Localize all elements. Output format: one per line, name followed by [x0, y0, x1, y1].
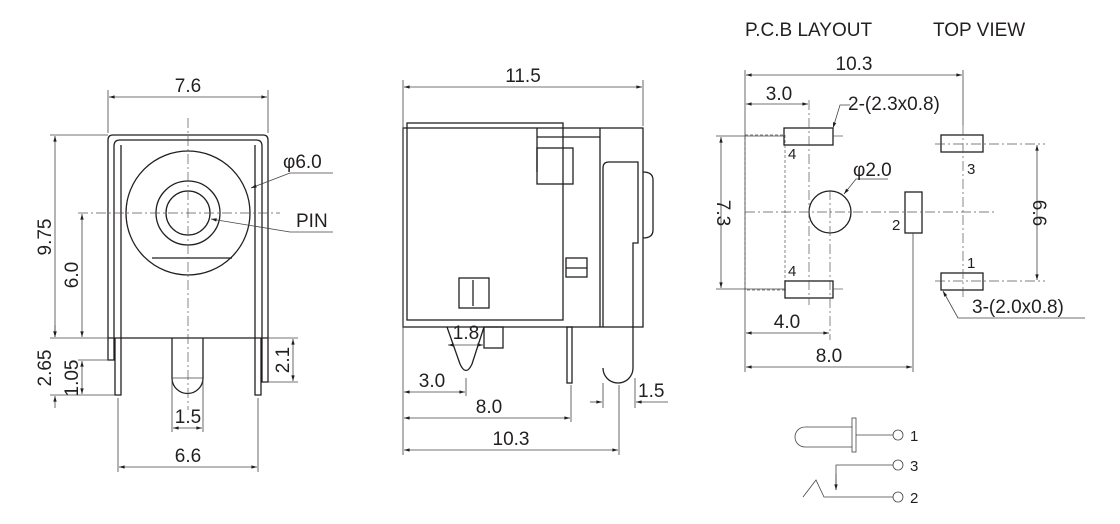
pads-a-label: 2-(2.3x0.8) — [848, 94, 940, 115]
pin-label-4-bottom: 4 — [788, 263, 796, 280]
dim-tip-width: 1.8 — [453, 323, 479, 344]
front-view: 7.6 9.75 6.0 2.65 1.05 2.1 1.5 6.6 φ6.0 … — [35, 76, 333, 472]
dim-diameter: φ6.0 — [283, 152, 322, 173]
dim-lead-pos: 8.0 — [476, 397, 502, 418]
pcb-title: P.C.B LAYOUT — [745, 20, 872, 41]
dim-pad2-pos: 8.0 — [816, 346, 842, 367]
schematic-pin-2: 2 — [910, 490, 918, 507]
dim-height-right: 6.6 — [1028, 200, 1049, 226]
pcb-layout: P.C.B LAYOUT TOP VIEW 10.3 3.0 2-(2.3x0.… — [712, 20, 1085, 372]
schematic-pin-1: 1 — [910, 428, 918, 445]
dim-offset: 3.0 — [766, 84, 792, 105]
dim-hole-pos: 4.0 — [774, 312, 800, 333]
dim-height-total: 9.75 — [35, 219, 56, 256]
dim-pin-width: 1.5 — [175, 407, 201, 428]
pin-label-3: 3 — [967, 161, 975, 178]
pin-label-1: 1 — [967, 255, 975, 272]
dim-shell-lead: 1.05 — [62, 360, 83, 397]
dim-pcb-width: 10.3 — [836, 54, 873, 75]
pin-label: PIN — [296, 211, 328, 232]
pin-label-2: 2 — [892, 217, 900, 234]
schematic-pin-3: 3 — [910, 458, 918, 475]
dim-pin-width-side: 1.5 — [638, 381, 664, 402]
pads-b-label: 3-(2.0x0.8) — [972, 297, 1064, 318]
dim-height-left: 7.3 — [712, 200, 733, 226]
dim-lead-length: 2.65 — [35, 350, 56, 387]
dim-lead-spacing: 6.6 — [175, 446, 201, 467]
side-view: 11.5 1.8 3.0 8.0 10.3 1.5 — [402, 66, 668, 455]
pin-label-4-top: 4 — [788, 146, 796, 163]
dim-length: 11.5 — [505, 66, 541, 87]
dim-tip-pos: 3.0 — [419, 371, 445, 392]
dim-total: 10.3 — [493, 429, 530, 450]
dim-width-top: 7.6 — [175, 76, 201, 97]
view-label: TOP VIEW — [933, 20, 1025, 41]
schematic-symbol: 1 3 2 — [794, 417, 918, 507]
dim-right-tab: 2.1 — [273, 347, 294, 373]
dim-height-center: 6.0 — [62, 262, 83, 288]
dim-hole: φ2.0 — [853, 160, 892, 181]
